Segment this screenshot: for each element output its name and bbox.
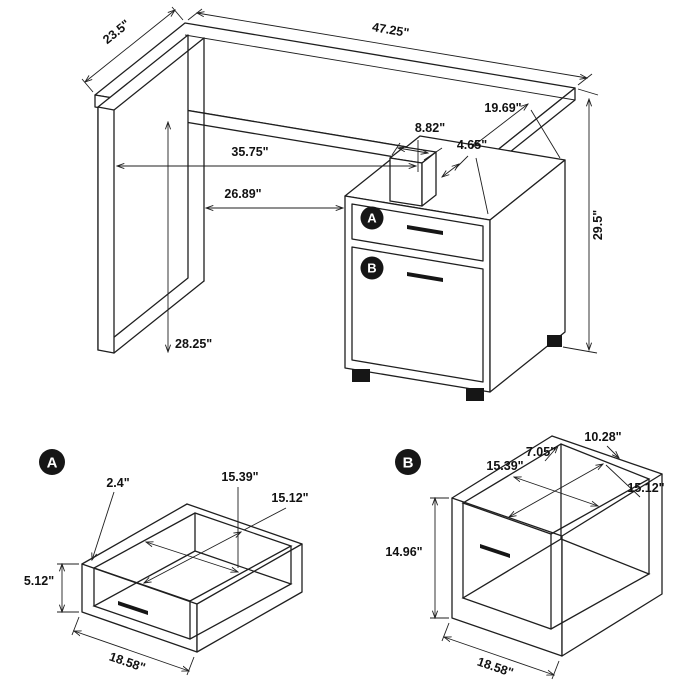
dim-b-inner-width: 15.39" [486, 459, 523, 473]
dim-b-inner-depth: 15.12" [627, 481, 664, 495]
leader-line [606, 445, 619, 458]
left-panel-inner-bottom-edge [113, 280, 205, 354]
detail-b-badge-letter: B [403, 455, 414, 472]
dim-b-outer-width: 18.58" [475, 655, 515, 680]
foot-front-right [466, 388, 484, 401]
drawer-a-back-top-edge [186, 503, 303, 545]
dimension-line [472, 104, 528, 147]
dimension-line [444, 637, 554, 675]
detail-b-view: B 14.96" 18.58" 15.39" 15.12" 7.05" 10.2… [385, 430, 664, 680]
desk-dimensions: 47.25" 23.5" 29.5" 19.69" 8.82" 4.65" 35… [81, 6, 605, 354]
dim-under-top-width: 35.75" [231, 145, 268, 159]
extension-line [171, 6, 184, 21]
drawer-a-left-top-edge [81, 503, 188, 565]
dimension-line [146, 542, 238, 572]
desk-isometric-view: A B [94, 22, 576, 401]
dimension-line [509, 464, 603, 517]
leader-line [243, 507, 287, 531]
extension-line [577, 73, 593, 86]
dim-a-outer-width: 18.58" [107, 650, 147, 675]
drawer-b-badge-letter: B [367, 261, 376, 276]
foot-back-right [547, 335, 562, 347]
leader-line [605, 464, 641, 498]
extension-line [81, 78, 94, 93]
leader-line [544, 446, 558, 462]
drawer-b-front-panel [451, 497, 563, 657]
detail-a-view: A 5.12" 18.58" 2.4" 15.39" 15.12" [24, 449, 309, 676]
extension-line [562, 346, 598, 354]
dim-b-front-height: 14.96" [385, 545, 422, 559]
leader-line [92, 491, 115, 560]
dimension-line [442, 164, 459, 177]
detail-b-badge [395, 449, 421, 475]
drawer-b-right-side [561, 473, 663, 657]
support-block-right [421, 151, 437, 207]
dim-support-depth: 4.65" [457, 138, 487, 152]
drawer-b-left-top-edge [451, 435, 553, 499]
dim-under-top-height: 28.25" [175, 337, 212, 351]
drawer-a-handle[interactable] [407, 225, 443, 235]
dim-a-inner-depth: 15.12" [271, 491, 308, 505]
dim-b-side-height: 7.05" [526, 445, 556, 459]
dimension-line [514, 477, 598, 506]
dimension-line [85, 10, 175, 82]
dim-knee-space-width: 26.89" [224, 187, 261, 201]
extension-line [551, 660, 560, 680]
dim-a-height: 5.12" [24, 574, 54, 588]
pedestal-right-face [489, 159, 566, 393]
drawer-b-badge [360, 256, 384, 280]
drawer-a-badge [360, 206, 384, 230]
extension-line [423, 147, 443, 161]
dimension-line [197, 13, 587, 78]
drawer-a-right-side [196, 543, 303, 653]
extension-line [187, 8, 203, 21]
dimension-line [74, 631, 189, 671]
drawer-a-badge-letter: A [367, 211, 377, 226]
extension-line [391, 142, 401, 156]
dim-overall-height: 29.5" [591, 210, 605, 240]
dim-a-inner-width: 15.39" [221, 470, 258, 484]
drawer-b-front[interactable] [351, 246, 484, 383]
extension-line [475, 157, 489, 215]
dimension-line [144, 532, 241, 583]
detail-a-badge-letter: A [47, 455, 58, 472]
dim-top-width: 47.25" [371, 20, 410, 40]
foot-front-left [352, 369, 370, 382]
drawer-a-front[interactable] [351, 203, 484, 262]
dim-top-depth: 23.5" [100, 17, 132, 47]
extension-line [186, 656, 195, 676]
support-block-front [389, 157, 423, 207]
left-panel-front-edge [97, 106, 115, 354]
detail-a-badge [39, 449, 65, 475]
extension-line [577, 88, 599, 96]
dim-support-width: 8.82" [415, 121, 445, 135]
drawer-a-detail-handle [118, 601, 148, 615]
drawer-b-detail-handle [480, 544, 510, 558]
dim-b-back-depth: 10.28" [584, 430, 621, 444]
dim-pedestal-top-depth: 19.69" [484, 101, 521, 115]
drawer-b-handle[interactable] [407, 272, 443, 282]
extension-line [530, 109, 561, 159]
dimension-line [398, 148, 428, 153]
drawer-b-back-top-edge [551, 435, 663, 475]
dim-a-front-thickness: 2.4" [106, 476, 129, 490]
